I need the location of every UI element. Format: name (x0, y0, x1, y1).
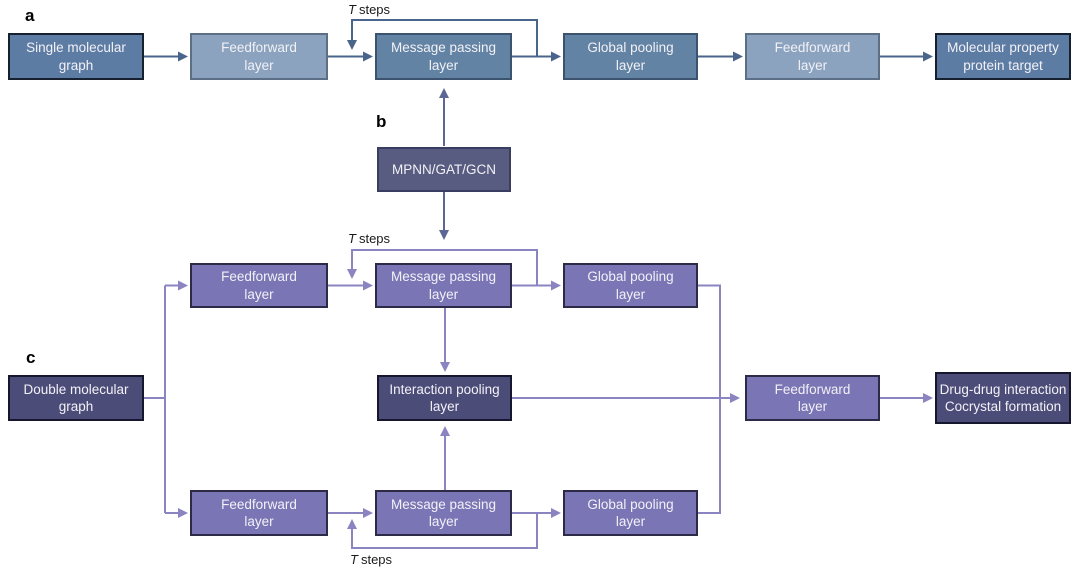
box-label-line: Message passing (390, 496, 497, 512)
box-c-feedforward-top: Feedforward layer (190, 263, 328, 308)
box-label-line: Message passing (390, 269, 497, 285)
box-molecular-property-target: Molecular property protein target (935, 33, 1071, 80)
box-mpnn-gat-gcn: MPNN/GAT/GCN (377, 147, 511, 192)
box-label-line: layer (615, 514, 646, 529)
box-label-line: Interaction pooling (389, 381, 500, 397)
box-label-line: layer (428, 286, 459, 302)
box-label-line: Feedforward (221, 496, 297, 512)
panel-a-label: a (25, 6, 35, 25)
box-c-feedforward-out: Feedforward layer (745, 375, 880, 421)
box-label-line: Message passing (390, 40, 497, 56)
box-label-line: layer (615, 286, 646, 302)
box-label-line: layer (615, 57, 646, 73)
box-c-message-passing-bottom: Message passing layer (375, 490, 512, 536)
box-a-feedforward-1: Feedforward layer (190, 33, 328, 80)
box-drug-drug-interaction: Drug-drug interaction Cocrystal formatio… (935, 372, 1071, 424)
t-symbol: T (348, 2, 356, 17)
t-symbol: T (350, 552, 358, 567)
box-label-line: layer (428, 57, 459, 73)
box-label-line: Global pooling (587, 496, 674, 512)
box-label-line: Molecular property (947, 40, 1059, 56)
box-label-line: layer (428, 514, 459, 529)
line-c-gp-top-to-merge (698, 284, 721, 398)
box-label-line: Global pooling (587, 269, 674, 285)
box-label-line: Double molecular (23, 381, 129, 397)
box-c-global-pooling-top: Global pooling layer (563, 263, 698, 308)
box-label-line: graph (58, 57, 94, 73)
steps-text: steps (360, 552, 393, 567)
box-double-molecular-graph: Double molecular graph (8, 375, 144, 421)
box-c-feedforward-bottom: Feedforward layer (190, 490, 328, 536)
t-symbol: T (348, 231, 356, 246)
box-label-line: Feedforward (774, 40, 851, 56)
panel-b-label: b (376, 112, 387, 131)
box-label-line: layer (797, 399, 828, 414)
box-interaction-pooling: Interaction pooling layer (377, 375, 512, 421)
box-label-line: graph (58, 399, 94, 414)
box-label-line: Cocrystal formation (944, 399, 1062, 414)
box-a-message-passing: Message passing layer (375, 33, 512, 80)
box-label-line: Feedforward (221, 269, 297, 285)
panel-c-label: c (26, 348, 36, 367)
box-single-molecular-graph: Single molecular graph (8, 33, 144, 80)
box-label-line: Single molecular (26, 40, 126, 56)
box-label-line: Global pooling (587, 40, 674, 56)
box-a-feedforward-2: Feedforward layer (745, 33, 880, 80)
box-label-line: layer (244, 286, 274, 302)
box-label-line: Feedforward (221, 40, 297, 56)
box-label-line: Drug-drug interaction (939, 381, 1067, 397)
box-c-global-pooling-bottom: Global pooling layer (563, 490, 698, 536)
box-label-line: layer (429, 399, 460, 414)
box-c-message-passing-top: Message passing layer (375, 263, 512, 308)
box-label-line: layer (244, 514, 274, 529)
box-a-global-pooling: Global pooling layer (563, 33, 698, 80)
line-c-gp-bottom-to-merge (698, 398, 721, 514)
box-label-line: MPNN/GAT/GCN (392, 161, 496, 177)
box-label-line: layer (244, 57, 274, 73)
box-label-line: protein target (963, 57, 1043, 73)
steps-text: steps (358, 2, 391, 17)
box-label-line: layer (797, 57, 828, 73)
steps-text: steps (358, 231, 391, 246)
box-label-line: Feedforward (774, 381, 851, 397)
